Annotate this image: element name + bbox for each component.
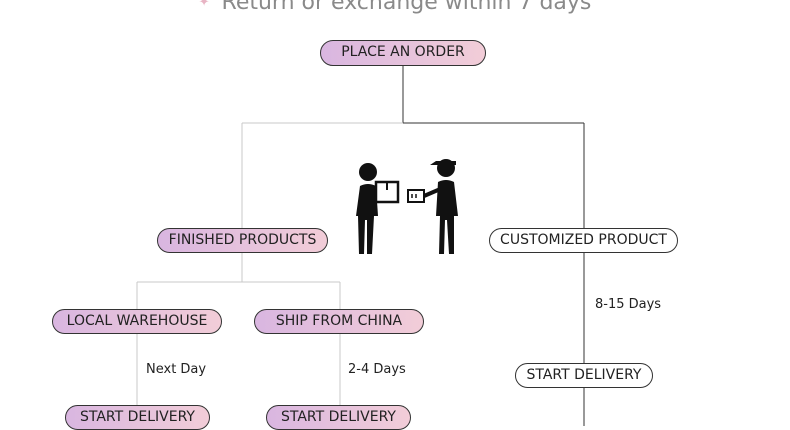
start-delivery-custom-node: START DELIVERY — [515, 363, 653, 388]
start-delivery-china-node: START DELIVERY — [266, 405, 411, 430]
header-text: Return or exchange within 7 days — [221, 0, 592, 15]
header-banner: ✦ Return or exchange within 7 days — [0, 0, 790, 15]
edge-label-2-4-days: 2-4 Days — [348, 362, 406, 377]
edge-label-next-day: Next Day — [146, 362, 207, 377]
edge-label-8-15-days: 8-15 Days — [595, 297, 662, 312]
bullet-icon: ✦ — [198, 0, 210, 10]
ship-from-china-node: SHIP FROM CHINA — [254, 309, 424, 334]
place-order-node: PLACE AN ORDER — [320, 40, 486, 66]
finished-products-node: FINISHED PRODUCTS — [157, 228, 328, 253]
package-handover-icon — [338, 146, 478, 268]
start-delivery-local-node: START DELIVERY — [65, 405, 210, 430]
customized-product-node: CUSTOMIZED PRODUCT — [489, 228, 678, 253]
local-warehouse-node: LOCAL WAREHOUSE — [52, 309, 222, 334]
